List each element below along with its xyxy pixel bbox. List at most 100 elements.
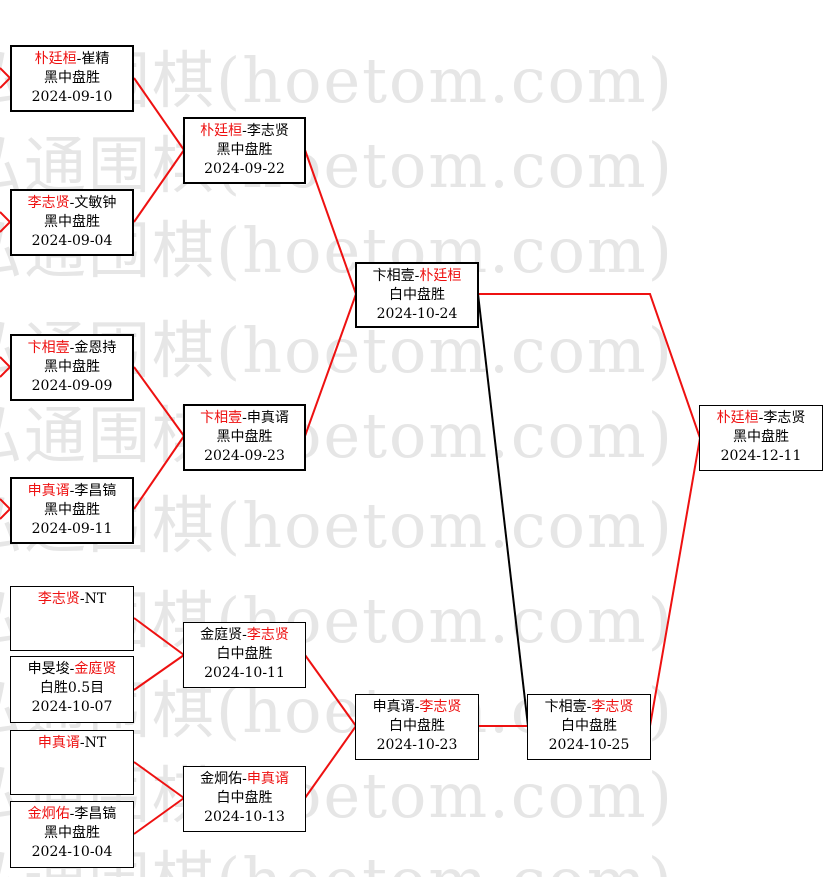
match-date: 2024-09-22: [204, 161, 285, 177]
player-winner: 朴廷桓: [419, 268, 462, 284]
match-box[interactable]: 申真谞-李志贤 白中盘胜 2024-10-23: [355, 694, 479, 760]
connector-line-loser: [477, 293, 529, 727]
player-winner: 卞相壹: [200, 410, 243, 426]
connector-line: [133, 366, 185, 437]
match-box[interactable]: 李志贤-文敏钟 黑中盘胜 2024-09-04: [10, 189, 134, 256]
match-date: [11, 772, 133, 791]
connector-line: [0, 211, 12, 233]
player-winner: 朴廷桓: [200, 123, 243, 139]
player-winner: 申真谞: [246, 771, 289, 787]
match-date: 2024-10-25: [548, 737, 630, 753]
match-result: 白中盘胜: [389, 287, 445, 303]
player-winner: 李志贤: [27, 195, 70, 211]
player-name: 卞相壹: [372, 268, 415, 284]
player-winner: 朴廷桓: [34, 51, 77, 67]
match-box[interactable]: 卞相壹-李志贤 白中盘胜 2024-10-25: [527, 694, 651, 760]
match-date: 2024-10-04: [31, 844, 113, 860]
match-date: 2024-09-23: [204, 448, 285, 464]
player-winner: 李志贤: [246, 627, 289, 643]
match-date: [11, 628, 133, 647]
match-box[interactable]: 申真谞-李昌镐 黑中盘胜 2024-09-11: [10, 477, 134, 544]
match-result: 白胜0.5目: [39, 680, 105, 696]
player-name: 申旻埈: [27, 661, 70, 677]
connector-line: [133, 797, 185, 835]
match-result: 黑中盘胜: [44, 70, 100, 86]
match-date: 2024-10-11: [204, 665, 285, 681]
match-result: 黑中盘胜: [44, 825, 100, 841]
connector-line: [133, 435, 185, 510]
match-box[interactable]: 卞相壹-金恩持 黑中盘胜 2024-09-09: [10, 334, 134, 401]
connector-line: [133, 149, 185, 223]
player-winner: 金炯佑: [27, 806, 70, 822]
player-winner: 申真谞: [37, 735, 80, 751]
connector-line: [0, 356, 12, 378]
match-result: 白中盘胜: [561, 718, 617, 734]
match-box[interactable]: 申旻埈-金庭贤 白胜0.5目 2024-10-07: [10, 656, 134, 723]
match-result: 白中盘胜: [216, 646, 273, 662]
match-result: 白中盘胜: [216, 790, 273, 806]
match-date: 2024-09-04: [31, 233, 113, 249]
player-winner: 卞相壹: [27, 340, 70, 356]
match-date: 2024-09-11: [31, 521, 113, 537]
connector-line: [304, 149, 357, 295]
match-result: 白中盘胜: [389, 718, 445, 734]
match-box[interactable]: 申真谞-NT: [10, 730, 134, 795]
connector-line: [133, 654, 185, 691]
connector-line: [478, 293, 701, 439]
match-box[interactable]: 金炯佑-李昌镐 黑中盘胜 2024-10-04: [10, 801, 134, 868]
match-result: 黑中盘胜: [44, 214, 100, 230]
player-name: 卞相壹: [544, 699, 587, 715]
player-winner: 李志贤: [37, 591, 80, 607]
match-result: 黑中盘胜: [216, 429, 273, 445]
connector-line: [133, 617, 185, 656]
match-result: [11, 609, 133, 628]
match-result: 黑中盘胜: [733, 429, 789, 445]
player-winner: 申真谞: [27, 483, 70, 499]
connector-line: [133, 761, 185, 799]
match-box[interactable]: 金炯佑-申真谞 白中盘胜 2024-10-13: [183, 766, 306, 832]
connector-line: [0, 67, 12, 89]
match-box[interactable]: 金庭贤-李志贤 白中盘胜 2024-10-11: [183, 622, 306, 688]
player-name: 金炯佑: [200, 771, 243, 787]
player-name: 文敏钟: [74, 195, 117, 211]
match-box[interactable]: 卞相壹-朴廷桓 白中盘胜 2024-10-24: [355, 262, 479, 328]
player-name: 金恩持: [74, 340, 117, 356]
player-name: 李昌镐: [74, 483, 117, 499]
match-date: 2024-12-11: [720, 448, 802, 464]
connector-line: [133, 77, 185, 151]
player-name: NT: [84, 735, 107, 751]
player-winner: 李志贤: [419, 699, 462, 715]
match-box[interactable]: 李志贤-NT: [10, 586, 134, 651]
match-box[interactable]: 朴廷桓-李志贤 黑中盘胜 2024-12-11: [699, 405, 823, 471]
player-name: 李志贤: [763, 410, 806, 426]
connector-line: [304, 654, 357, 727]
match-box[interactable]: 卞相壹-申真谞 黑中盘胜 2024-09-23: [183, 404, 306, 471]
player-winner: 朴廷桓: [716, 410, 759, 426]
player-name: NT: [84, 591, 107, 607]
player-name: 李昌镐: [74, 806, 117, 822]
match-date: 2024-09-09: [31, 378, 113, 394]
player-name: 金庭贤: [200, 627, 243, 643]
match-box[interactable]: 朴廷桓-崔精 黑中盘胜 2024-09-10: [10, 45, 134, 112]
player-winner: 金庭贤: [74, 661, 117, 677]
match-result: 黑中盘胜: [44, 359, 100, 375]
connector-line: [304, 725, 357, 799]
player-winner: 李志贤: [591, 699, 634, 715]
match-date: 2024-10-07: [31, 699, 113, 715]
match-date: 2024-10-23: [376, 737, 458, 753]
match-result: 黑中盘胜: [44, 502, 100, 518]
player-name: 申真谞: [246, 410, 289, 426]
match-date: 2024-10-13: [204, 809, 285, 825]
match-date: 2024-10-24: [376, 306, 458, 322]
player-name: 崔精: [81, 51, 110, 67]
player-name: 李志贤: [246, 123, 289, 139]
connector-line: [304, 293, 357, 437]
match-box[interactable]: 朴廷桓-李志贤 黑中盘胜 2024-09-22: [183, 117, 306, 184]
connector-line: [0, 498, 12, 520]
match-result: 黑中盘胜: [216, 142, 273, 158]
match-result: [11, 753, 133, 772]
player-name: 申真谞: [372, 699, 415, 715]
connector-line: [649, 437, 701, 727]
match-date: 2024-09-10: [31, 89, 113, 105]
